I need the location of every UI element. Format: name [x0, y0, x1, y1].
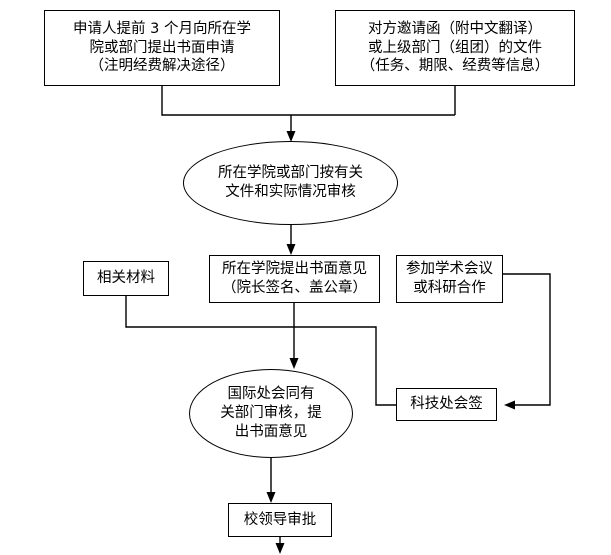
arrowhead-to-review2 [289, 358, 299, 369]
arrowhead-to-opinion [286, 244, 296, 255]
arrowhead-to-techoffice [504, 400, 515, 410]
node-materials: 相关材料 [83, 261, 169, 296]
node-tech-office: 科技处会签 [396, 388, 497, 421]
node-invitation: 对方邀请函（附中文翻译） 或上级部门（组团）的文件 （任务、期限、经费等信息） [335, 10, 575, 86]
arrowhead-to-next [275, 543, 285, 554]
node-purpose: 参加学术会议 或科研合作 [396, 255, 503, 303]
arrowhead-to-leader [266, 492, 276, 503]
node-review-college: 所在学院或部门按有关 文件和实际情况审核 [183, 141, 398, 225]
node-leader-approval: 校领导审批 [228, 503, 332, 537]
node-written-opinion: 所在学院提出书面意见 （院长签名、盖公章） [209, 255, 380, 303]
edge-purpose-to-techoffice [503, 273, 551, 406]
node-review-international: 国际处会同有 关部门审核，提 出书面意见 [189, 369, 353, 458]
node-apply: 申请人提前 3 个月向所在学 院或部门提出书面申请 （注明经费解决途径） [44, 10, 280, 86]
edge-apply-to-merge [161, 86, 455, 116]
